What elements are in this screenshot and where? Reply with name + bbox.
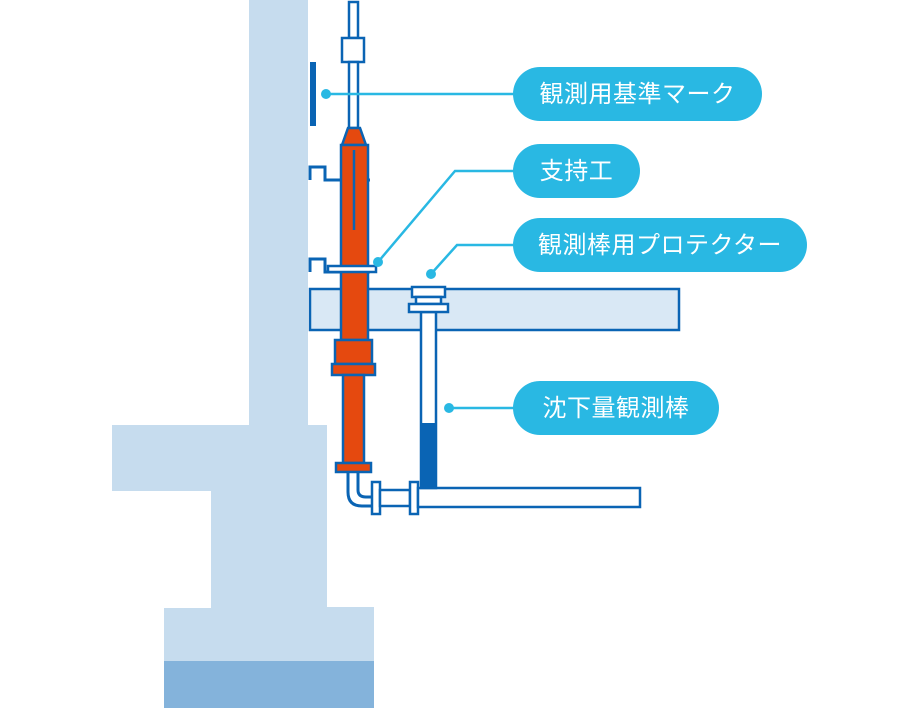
- ground-base: [164, 661, 374, 708]
- casing-flange: [330, 362, 377, 377]
- upper-rod: [340, 0, 366, 130]
- floor-slab: [308, 287, 681, 332]
- casing-bottom-flange: [334, 461, 373, 474]
- callout-support: 支持工: [513, 144, 640, 198]
- elbow-pipe: [346, 472, 372, 508]
- concrete-structure: [112, 0, 374, 663]
- callout-reference-mark: 観測用基準マーク: [513, 67, 762, 121]
- horizontal-pipe: [370, 480, 642, 516]
- settlement-rod-fill: [420, 423, 437, 488]
- orange-casing: [330, 126, 377, 474]
- support-clamp: [326, 264, 378, 274]
- leader-dots: [321, 89, 454, 413]
- dot-reference-mark: [321, 89, 331, 99]
- dot-support: [373, 257, 383, 267]
- reference-mark-plate: [310, 62, 316, 126]
- casing-cone: [340, 126, 368, 147]
- dot-settlement-rod: [444, 403, 454, 413]
- footing: [112, 425, 374, 663]
- casing-lower: [341, 373, 366, 465]
- leader-support: [377, 169, 516, 263]
- leader-lines: [326, 92, 516, 410]
- dot-protector: [426, 269, 436, 279]
- wall: [249, 0, 308, 430]
- rod-coupler: [340, 36, 366, 64]
- callout-settlement-rod: 沈下量観測棒: [513, 381, 719, 435]
- casing-joint: [333, 338, 374, 366]
- elbow-pipe-inner: [356, 472, 372, 499]
- callout-protector: 観測棒用プロテクター: [513, 218, 807, 272]
- leader-protector: [430, 243, 516, 275]
- protector-cap: [407, 285, 450, 314]
